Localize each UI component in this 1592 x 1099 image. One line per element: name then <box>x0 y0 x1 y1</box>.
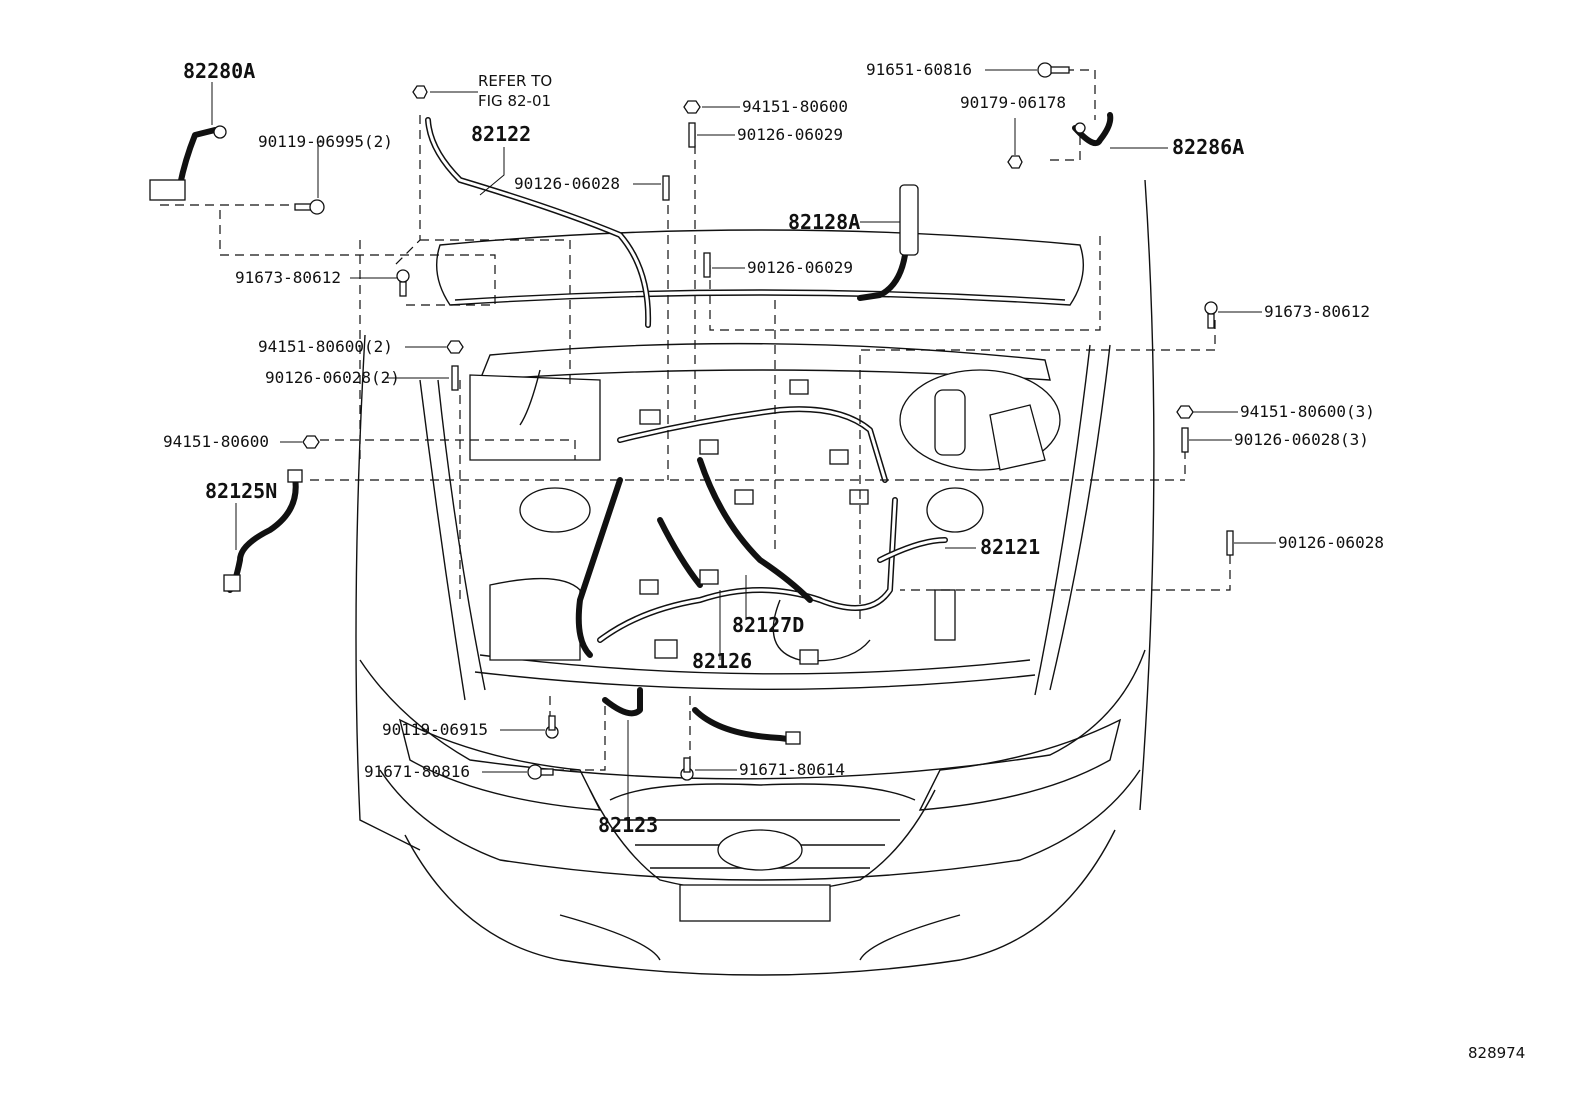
fastener-label-90126-06028-top: 90126-06028 <box>514 174 620 193</box>
nut-90179-06178 <box>1007 155 1023 169</box>
fastener-label-90126-06028-2: 90126-06028(2) <box>265 368 400 387</box>
wire-harness-82286A <box>1072 112 1114 146</box>
dashed-assembly-lines <box>160 69 1231 771</box>
engine-components <box>469 369 1061 662</box>
fastener-glyphs <box>294 62 1234 781</box>
part-label-82128A: 82128A <box>788 210 860 234</box>
refer-note-line2: FIG 82-01 <box>478 92 551 110</box>
refer-note-line1: REFER TO <box>478 72 552 90</box>
bolt-91651-60816 <box>1037 62 1070 78</box>
fastener-label-94151-80600-left: 94151-80600 <box>163 432 269 451</box>
bolt-90119-06915 <box>545 715 559 739</box>
fastener-label-90119-06915: 90119-06915 <box>382 720 488 739</box>
part-label-82123: 82123 <box>598 813 658 837</box>
wire-harness-82280A <box>149 125 227 201</box>
fastener-label-91671-80816: 91671-80816 <box>364 762 470 781</box>
stud-90126-06028-top <box>662 175 670 201</box>
nut-94151-80600-left <box>302 435 320 449</box>
fastener-label-90126-06028-right: 90126-06028 <box>1278 533 1384 552</box>
fastener-label-94151-80600-3: 94151-80600(3) <box>1240 402 1375 421</box>
callout-labels: REFER TO FIG 82-01 82280A 82122 82286A 8… <box>163 59 1525 1062</box>
nut-94151-80600-3 <box>1176 405 1194 419</box>
wire-harness-82125N <box>223 469 303 593</box>
part-label-82125N: 82125N <box>205 479 277 503</box>
vehicle-body-outline <box>355 179 1155 976</box>
part-label-82127D: 82127D <box>732 613 804 637</box>
fastener-label-90119-06995: 90119-06995(2) <box>258 132 393 151</box>
stud-90126-06028-3 <box>1181 427 1189 453</box>
nut-94151-80600-top <box>683 100 701 114</box>
fastener-label-90126-06029-top: 90126-06029 <box>737 125 843 144</box>
part-label-82121: 82121 <box>980 535 1040 559</box>
fastener-label-91673-80612-left: 91673-80612 <box>235 268 341 287</box>
fastener-label-90179-06178: 90179-06178 <box>960 93 1066 112</box>
stud-90126-06028-right <box>1226 530 1234 556</box>
nut-94151-80600-2 <box>446 340 464 354</box>
nut-refer <box>412 85 428 99</box>
fastener-label-94151-80600-top: 94151-80600 <box>742 97 848 116</box>
bolt-91671-80614 <box>680 757 694 781</box>
stud-90126-06028-2 <box>451 365 459 391</box>
bolt-91673-80612-right <box>1204 301 1218 329</box>
fastener-label-91671-80614: 91671-80614 <box>739 760 845 779</box>
bolt-90119-06995 <box>294 199 325 215</box>
wire-harness-engine-82126 <box>575 379 956 665</box>
fastener-label-90126-06029-mid: 90126-06029 <box>747 258 853 277</box>
part-label-82126: 82126 <box>692 649 752 673</box>
fastener-label-90126-06028-3: 90126-06028(3) <box>1234 430 1369 449</box>
fastener-label-94151-80600-2: 94151-80600(2) <box>258 337 393 356</box>
part-label-82122: 82122 <box>471 122 531 146</box>
wire-harness-82122 <box>425 117 652 328</box>
stud-90126-06029-mid <box>703 252 711 278</box>
figure-id: 828974 <box>1468 1044 1525 1062</box>
stud-90126-06029-top <box>688 122 696 148</box>
part-label-82286A: 82286A <box>1172 135 1244 159</box>
fastener-label-91673-80612-right: 91673-80612 <box>1264 302 1370 321</box>
part-label-82280A: 82280A <box>183 59 255 83</box>
wire-harness-82123 <box>602 687 801 745</box>
wire-harness-82128A <box>857 184 919 301</box>
fastener-label-91651-60816: 91651-60816 <box>866 60 972 79</box>
leader-lines <box>211 69 1276 818</box>
bolt-91671-80816 <box>527 764 554 780</box>
bolt-91673-80612-left <box>396 269 410 297</box>
